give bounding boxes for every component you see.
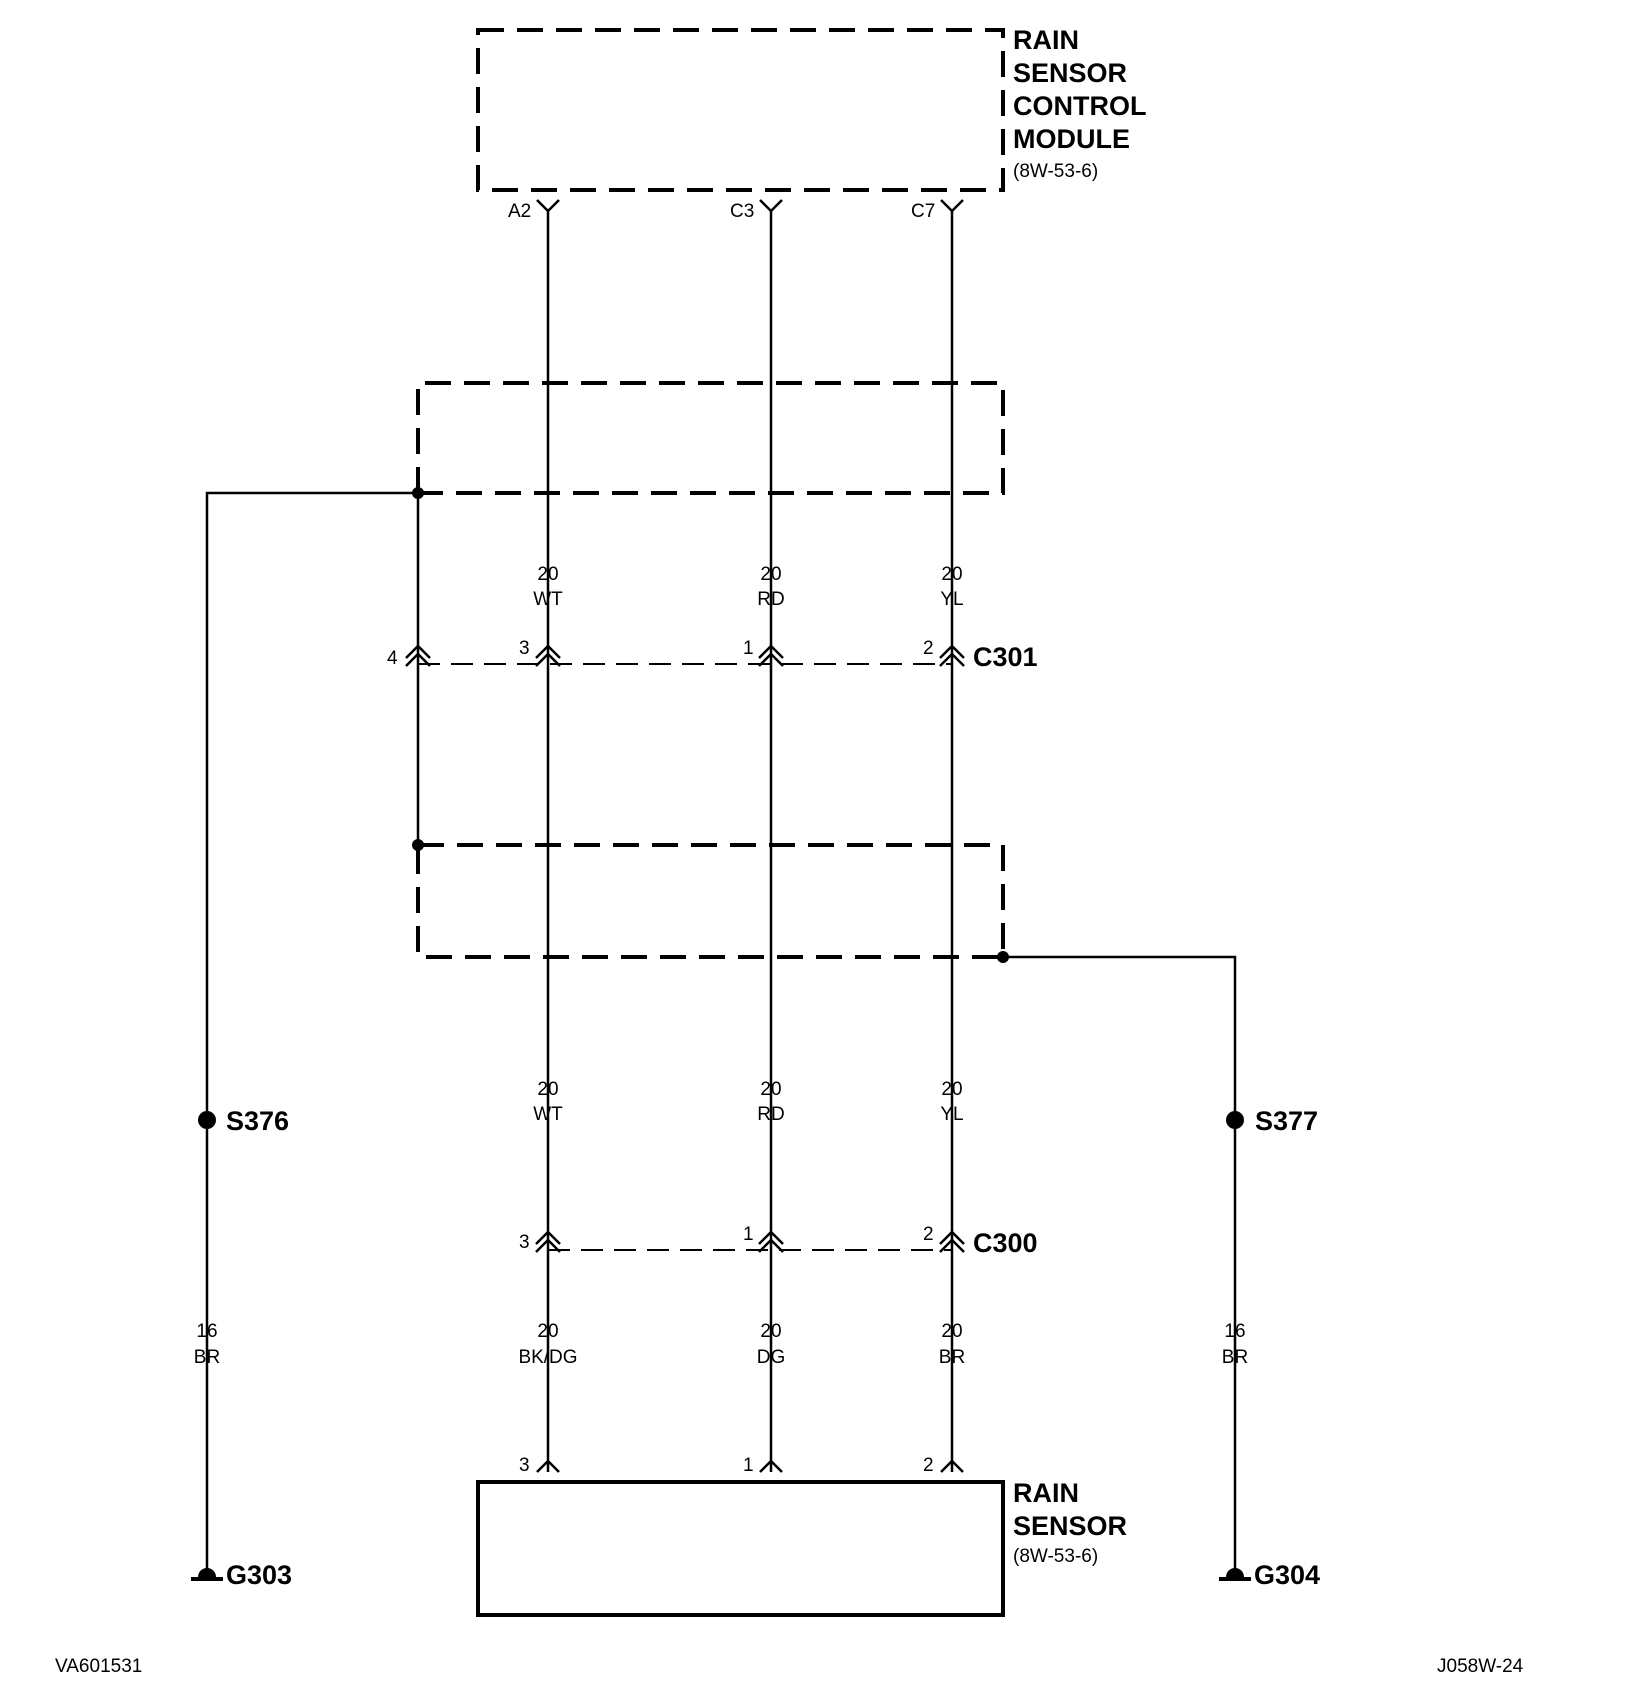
c300-pin-label-3: 3 <box>519 1232 530 1253</box>
middle-wire-1-color: WT <box>533 1104 563 1125</box>
middle-wire-3-gauge: 20 <box>941 1079 962 1100</box>
middle-wire-3-color: YL <box>940 1104 963 1125</box>
ground-wire-left-gauge: 16 <box>196 1321 217 1342</box>
c301-pin-label-1: 1 <box>743 638 754 659</box>
c301-terminal-pin3 <box>535 644 561 667</box>
c300-terminal-pin2 <box>939 1230 965 1253</box>
sensor-name-line-1: RAIN <box>1013 1478 1079 1508</box>
sensor-pin-label-2: 2 <box>923 1455 934 1476</box>
module-name-line-3: CONTROL <box>1013 91 1146 121</box>
c301-terminal-pin4 <box>405 644 431 667</box>
module-pin-a2: A2 <box>508 201 531 222</box>
upper-wire-1-color: WT <box>533 589 563 610</box>
sensor-terminal-pin2 <box>940 1459 964 1473</box>
middle-wire-1-gauge: 20 <box>537 1079 558 1100</box>
module-terminal-a2 <box>536 199 560 213</box>
ground-wire-right-color: BR <box>1222 1347 1248 1368</box>
right-shield-junction-dot <box>997 951 1009 963</box>
upper-wire-3-gauge: 20 <box>941 564 962 585</box>
module-name-line-1: RAIN <box>1013 25 1079 55</box>
module-terminal-c7 <box>940 199 964 213</box>
control-module-box <box>476 28 1005 192</box>
upper-wire-3-color: YL <box>940 589 963 610</box>
c301-terminal-pin2 <box>939 644 965 667</box>
module-ref: (8W-53-6) <box>1013 161 1098 182</box>
c300-terminal-pin3 <box>535 1230 561 1253</box>
right-ground-wire <box>1003 955 1237 1572</box>
splice-s377-dot <box>1226 1111 1244 1129</box>
c301-connector-name: C301 <box>973 642 1038 672</box>
left-ground-wire <box>205 491 418 1572</box>
sensor-ref: (8W-53-6) <box>1013 1546 1098 1567</box>
splice-s377-label: S377 <box>1255 1106 1318 1136</box>
sensor-terminal-pin3 <box>536 1459 560 1473</box>
lower-wire-3-color: BR <box>939 1347 965 1368</box>
splice-s376-label: S376 <box>226 1106 289 1136</box>
c300-connector-name: C300 <box>973 1228 1038 1258</box>
c301-pin-label-4: 4 <box>387 648 398 669</box>
c300-pin-label-1: 1 <box>743 1224 754 1245</box>
lower-wire-1-color: BK/DG <box>518 1347 577 1368</box>
c301-pin-label-2: 2 <box>923 638 934 659</box>
sensor-pin-label-3: 3 <box>519 1455 530 1476</box>
sensor-terminal-pin1 <box>759 1459 783 1473</box>
lower-wire-3-gauge: 20 <box>941 1321 962 1342</box>
module-name-line-2: SENSOR <box>1013 58 1127 88</box>
module-terminal-c3 <box>759 199 783 213</box>
footer-left-code: VA601531 <box>55 1656 142 1677</box>
upper-wire-2-color: RD <box>757 589 784 610</box>
upper-wire-1-gauge: 20 <box>537 564 558 585</box>
lower-shield-junction-dot <box>412 839 424 851</box>
ground-g304-icon <box>1219 1568 1251 1581</box>
sensor-name-line-2: SENSOR <box>1013 1511 1127 1541</box>
splice-s376-dot <box>198 1111 216 1129</box>
lower-wire-2-color: DG <box>757 1347 786 1368</box>
middle-wire-2-gauge: 20 <box>760 1079 781 1100</box>
module-pin-c3: C3 <box>730 201 754 222</box>
lower-shield-box <box>416 843 1005 959</box>
c300-terminal-pin1 <box>758 1230 784 1253</box>
left-shield-junction-dot <box>412 487 424 499</box>
ground-g303-icon <box>191 1568 223 1581</box>
lower-wire-2-gauge: 20 <box>760 1321 781 1342</box>
lower-wire-1-gauge: 20 <box>537 1321 558 1342</box>
c301-pin-label-3: 3 <box>519 638 530 659</box>
c301-terminal-pin1 <box>758 644 784 667</box>
ground-wire-right-gauge: 16 <box>1224 1321 1245 1342</box>
rain-sensor-box <box>476 1480 1005 1617</box>
ground-wire-left-color: BR <box>194 1347 220 1368</box>
upper-shield-box <box>416 381 1005 495</box>
upper-wire-2-gauge: 20 <box>760 564 781 585</box>
c300-pin-label-2: 2 <box>923 1224 934 1245</box>
module-pin-c7: C7 <box>911 201 935 222</box>
ground-g304-label: G304 <box>1254 1560 1320 1590</box>
module-name-line-4: MODULE <box>1013 124 1130 154</box>
sensor-pin-label-1: 1 <box>743 1455 754 1476</box>
ground-g303-label: G303 <box>226 1560 292 1590</box>
footer-right-code: J058W-24 <box>1437 1656 1524 1677</box>
middle-wire-2-color: RD <box>757 1104 784 1125</box>
